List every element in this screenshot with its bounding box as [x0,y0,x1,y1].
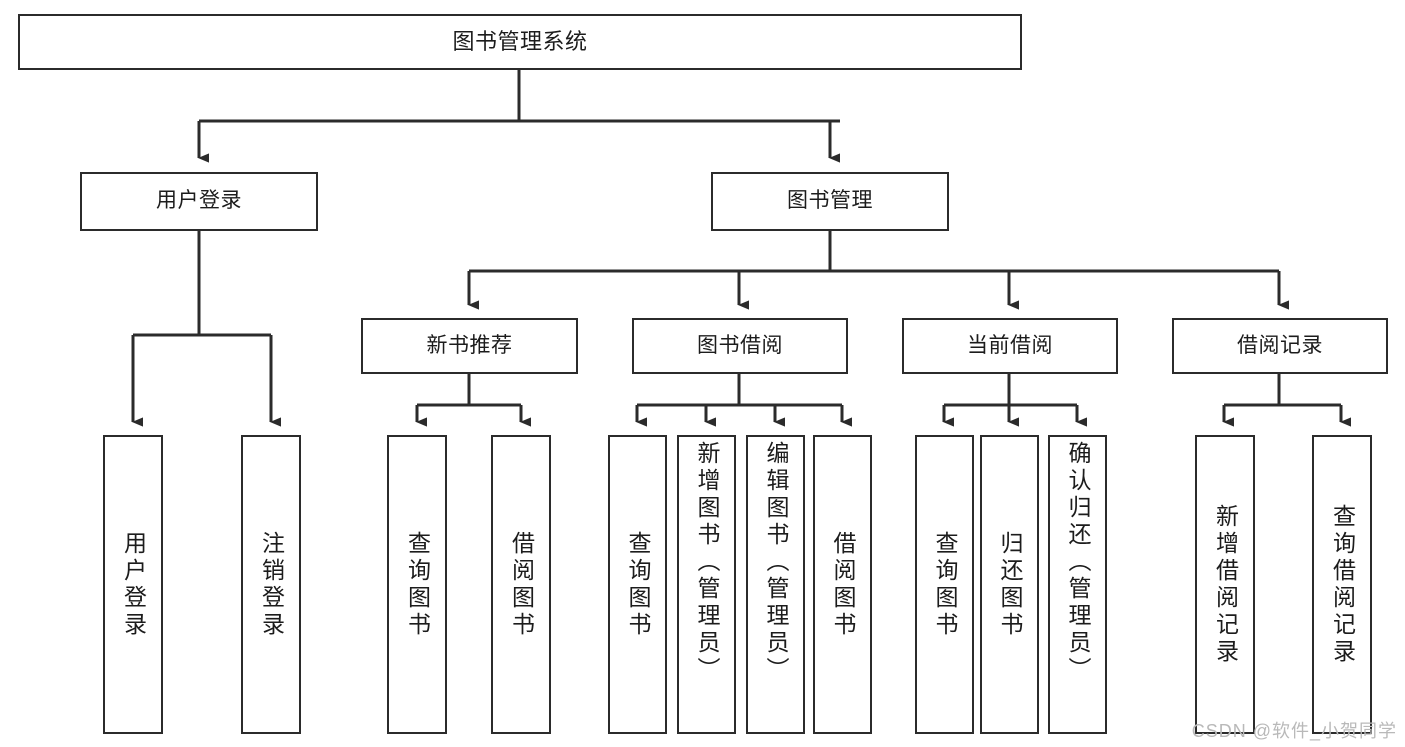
leaf-user-login-signout-label: 注销登录 [258,530,285,639]
node-root-book-management-system[interactable]: 图书管理系统 [18,14,1022,70]
leaf-borrow-query-book-label: 查询图书 [625,530,651,639]
node-book-management-label: 图书管理 [787,189,873,213]
leaf-current-confirm-return-admin[interactable]: 确认归还（管理员） [1048,435,1107,734]
leaf-current-return-book[interactable]: 归还图书 [980,435,1039,734]
leaf-record-query-record-label: 查询借阅记录 [1329,503,1356,666]
leaf-borrow-borrow-book[interactable]: 借阅图书 [813,435,872,734]
node-borrow-record-label: 借阅记录 [1237,333,1323,357]
leaf-record-add-record-label: 新增借阅记录 [1212,503,1239,666]
leaf-current-return-book-label: 归还图书 [997,530,1023,639]
node-new-book-recommend-label: 新书推荐 [426,333,513,357]
node-borrow-record[interactable]: 借阅记录 [1172,318,1388,374]
leaf-user-login-signin[interactable]: 用户登录 [103,435,163,734]
leaf-new-book-borrow[interactable]: 借阅图书 [491,435,551,734]
leaf-current-confirm-return-admin-label: 确认归还（管理员） [1065,441,1091,684]
node-book-borrow[interactable]: 图书借阅 [632,318,848,374]
leaf-borrow-add-book-admin-label: 新增图书（管理员） [694,441,720,684]
leaf-new-book-query-label: 查询图书 [404,530,431,639]
leaf-borrow-query-book[interactable]: 查询图书 [608,435,667,734]
leaf-new-book-query[interactable]: 查询图书 [387,435,447,734]
node-current-borrow-label: 当前借阅 [967,333,1053,357]
leaf-borrow-edit-book-admin[interactable]: 编辑图书（管理员） [746,435,805,734]
leaf-record-add-record[interactable]: 新增借阅记录 [1195,435,1255,734]
leaf-current-query-book[interactable]: 查询图书 [915,435,974,734]
leaf-record-query-record[interactable]: 查询借阅记录 [1312,435,1372,734]
leaf-user-login-signin-label: 用户登录 [120,530,147,639]
node-book-borrow-label: 图书借阅 [697,333,783,357]
leaf-user-login-signout[interactable]: 注销登录 [241,435,301,734]
node-root-label: 图书管理系统 [452,29,588,55]
node-user-login[interactable]: 用户登录 [80,172,318,231]
leaf-new-book-borrow-label: 借阅图书 [508,530,535,639]
node-current-borrow[interactable]: 当前借阅 [902,318,1118,374]
leaf-borrow-add-book-admin[interactable]: 新增图书（管理员） [677,435,736,734]
node-user-login-label: 用户登录 [156,189,242,213]
leaf-borrow-borrow-book-label: 借阅图书 [830,530,856,639]
node-book-management[interactable]: 图书管理 [711,172,949,231]
leaf-borrow-edit-book-admin-label: 编辑图书（管理员） [763,441,789,684]
node-new-book-recommend[interactable]: 新书推荐 [361,318,578,374]
leaf-current-query-book-label: 查询图书 [932,530,958,639]
